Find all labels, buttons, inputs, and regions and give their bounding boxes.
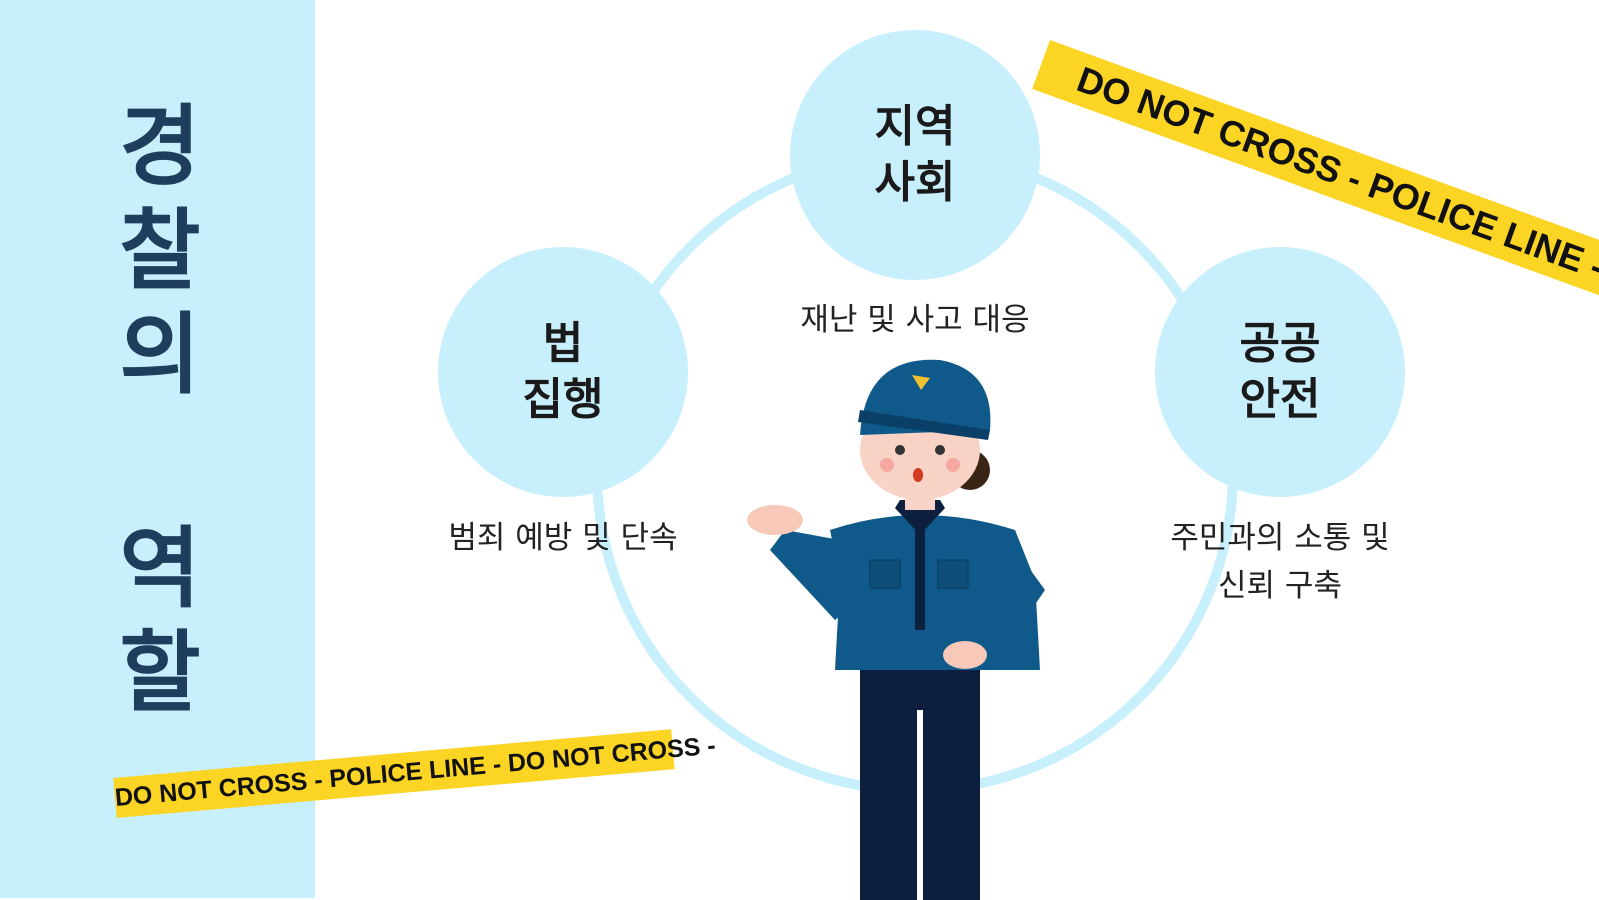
police-officer-illustration: [747, 359, 1045, 900]
caption-line: 신뢰 구축: [1218, 568, 1342, 604]
node-label: 공공: [1239, 318, 1321, 369]
caption-line: 주민과의 소통 및: [1170, 520, 1390, 556]
caption-law-enforcement: 범죄 예방 및 단속: [448, 520, 678, 556]
node-label: 사회: [874, 157, 956, 208]
slide-title: 경 찰 의 역 할: [100, 95, 220, 725]
node-label: 안전: [1239, 374, 1321, 425]
node-label: 지역: [874, 101, 956, 152]
node-label: 집행: [522, 374, 604, 425]
title-char: 의: [119, 303, 201, 406]
sidebar-panel: [0, 0, 315, 898]
title-char: 경: [119, 95, 201, 198]
title-char: 역: [119, 517, 201, 620]
caption-public-safety: 주민과의 소통 및 신뢰 구축: [1120, 514, 1440, 610]
title-char: 찰: [119, 199, 201, 302]
title-char: 할: [119, 621, 201, 724]
node-label: 법: [542, 318, 584, 369]
caption-community: 재난 및 사고 대응: [800, 302, 1030, 338]
